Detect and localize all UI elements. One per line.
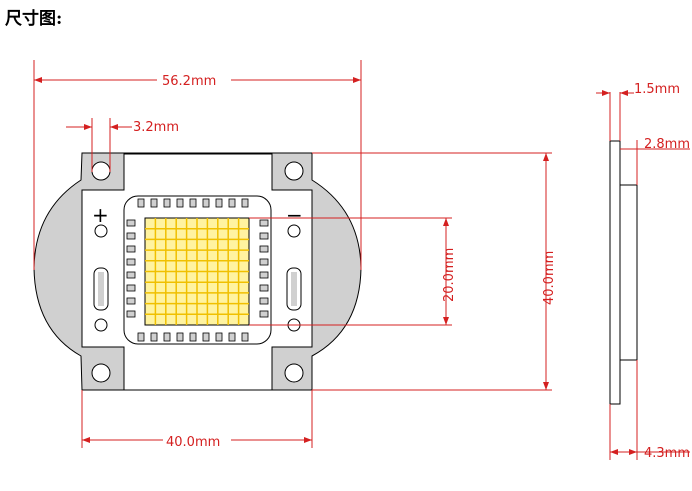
housing-notch [189, 198, 197, 208]
housing-notch [126, 284, 136, 292]
housing-notch [150, 198, 158, 208]
housing-notch [126, 297, 136, 305]
dim-base-width: 40.0mm [166, 435, 220, 450]
mount-hole-top-left [91, 161, 111, 181]
dim-overall-width: 56.2mm [162, 74, 216, 89]
mount-hole-top-right [284, 161, 304, 181]
pad-hole-top-left [94, 224, 108, 238]
housing-notch [215, 198, 223, 208]
housing-notch [259, 258, 269, 266]
housing-notch [259, 297, 269, 305]
housing-notch [241, 332, 249, 342]
housing-notch [259, 310, 269, 318]
dim-inner-height: 20.0mm [442, 248, 457, 302]
housing-notch [163, 198, 171, 208]
mount-hole-bottom-right [284, 363, 304, 383]
housing-notch [137, 198, 145, 208]
housing-notch [189, 332, 197, 342]
housing-notch [137, 332, 145, 342]
side-view-base [609, 140, 621, 405]
housing-notch [126, 219, 136, 227]
led-grid [145, 218, 249, 325]
housing-notch [126, 310, 136, 318]
dim-outer-height: 40.0mm [542, 251, 557, 305]
pad-hole-top-right [287, 224, 301, 238]
minus-sign: − [286, 203, 303, 227]
housing-notch [202, 198, 210, 208]
side-view-chip [619, 184, 638, 361]
housing-notches [126, 198, 269, 342]
housing-notch [126, 232, 136, 240]
housing-notch [259, 271, 269, 279]
housing-notch [228, 332, 236, 342]
housing-notch [150, 332, 158, 342]
housing-notch [215, 332, 223, 342]
housing-notch [126, 245, 136, 253]
housing-notch [259, 245, 269, 253]
dim-side-thickness-2: 2.8mm [644, 137, 690, 152]
mount-hole-bottom-left [91, 363, 111, 383]
housing-notch [259, 219, 269, 227]
plus-sign: + [92, 203, 109, 227]
housing-notch [259, 232, 269, 240]
page-title: 尺寸图: [5, 9, 63, 29]
dim-hole-offset: 3.2mm [133, 120, 179, 135]
housing-notch [202, 332, 210, 342]
dim-side-thickness-1: 1.5mm [634, 82, 680, 97]
dim-side-thickness-3: 4.3mm [644, 446, 690, 461]
housing-notch [126, 271, 136, 279]
housing-notch [176, 332, 184, 342]
housing-notch [241, 198, 249, 208]
housing-notch [163, 332, 171, 342]
housing-notch [126, 258, 136, 266]
housing-notch [176, 198, 184, 208]
housing-notch [228, 198, 236, 208]
pad-hole-bottom-left [94, 318, 108, 332]
housing-notch [259, 284, 269, 292]
